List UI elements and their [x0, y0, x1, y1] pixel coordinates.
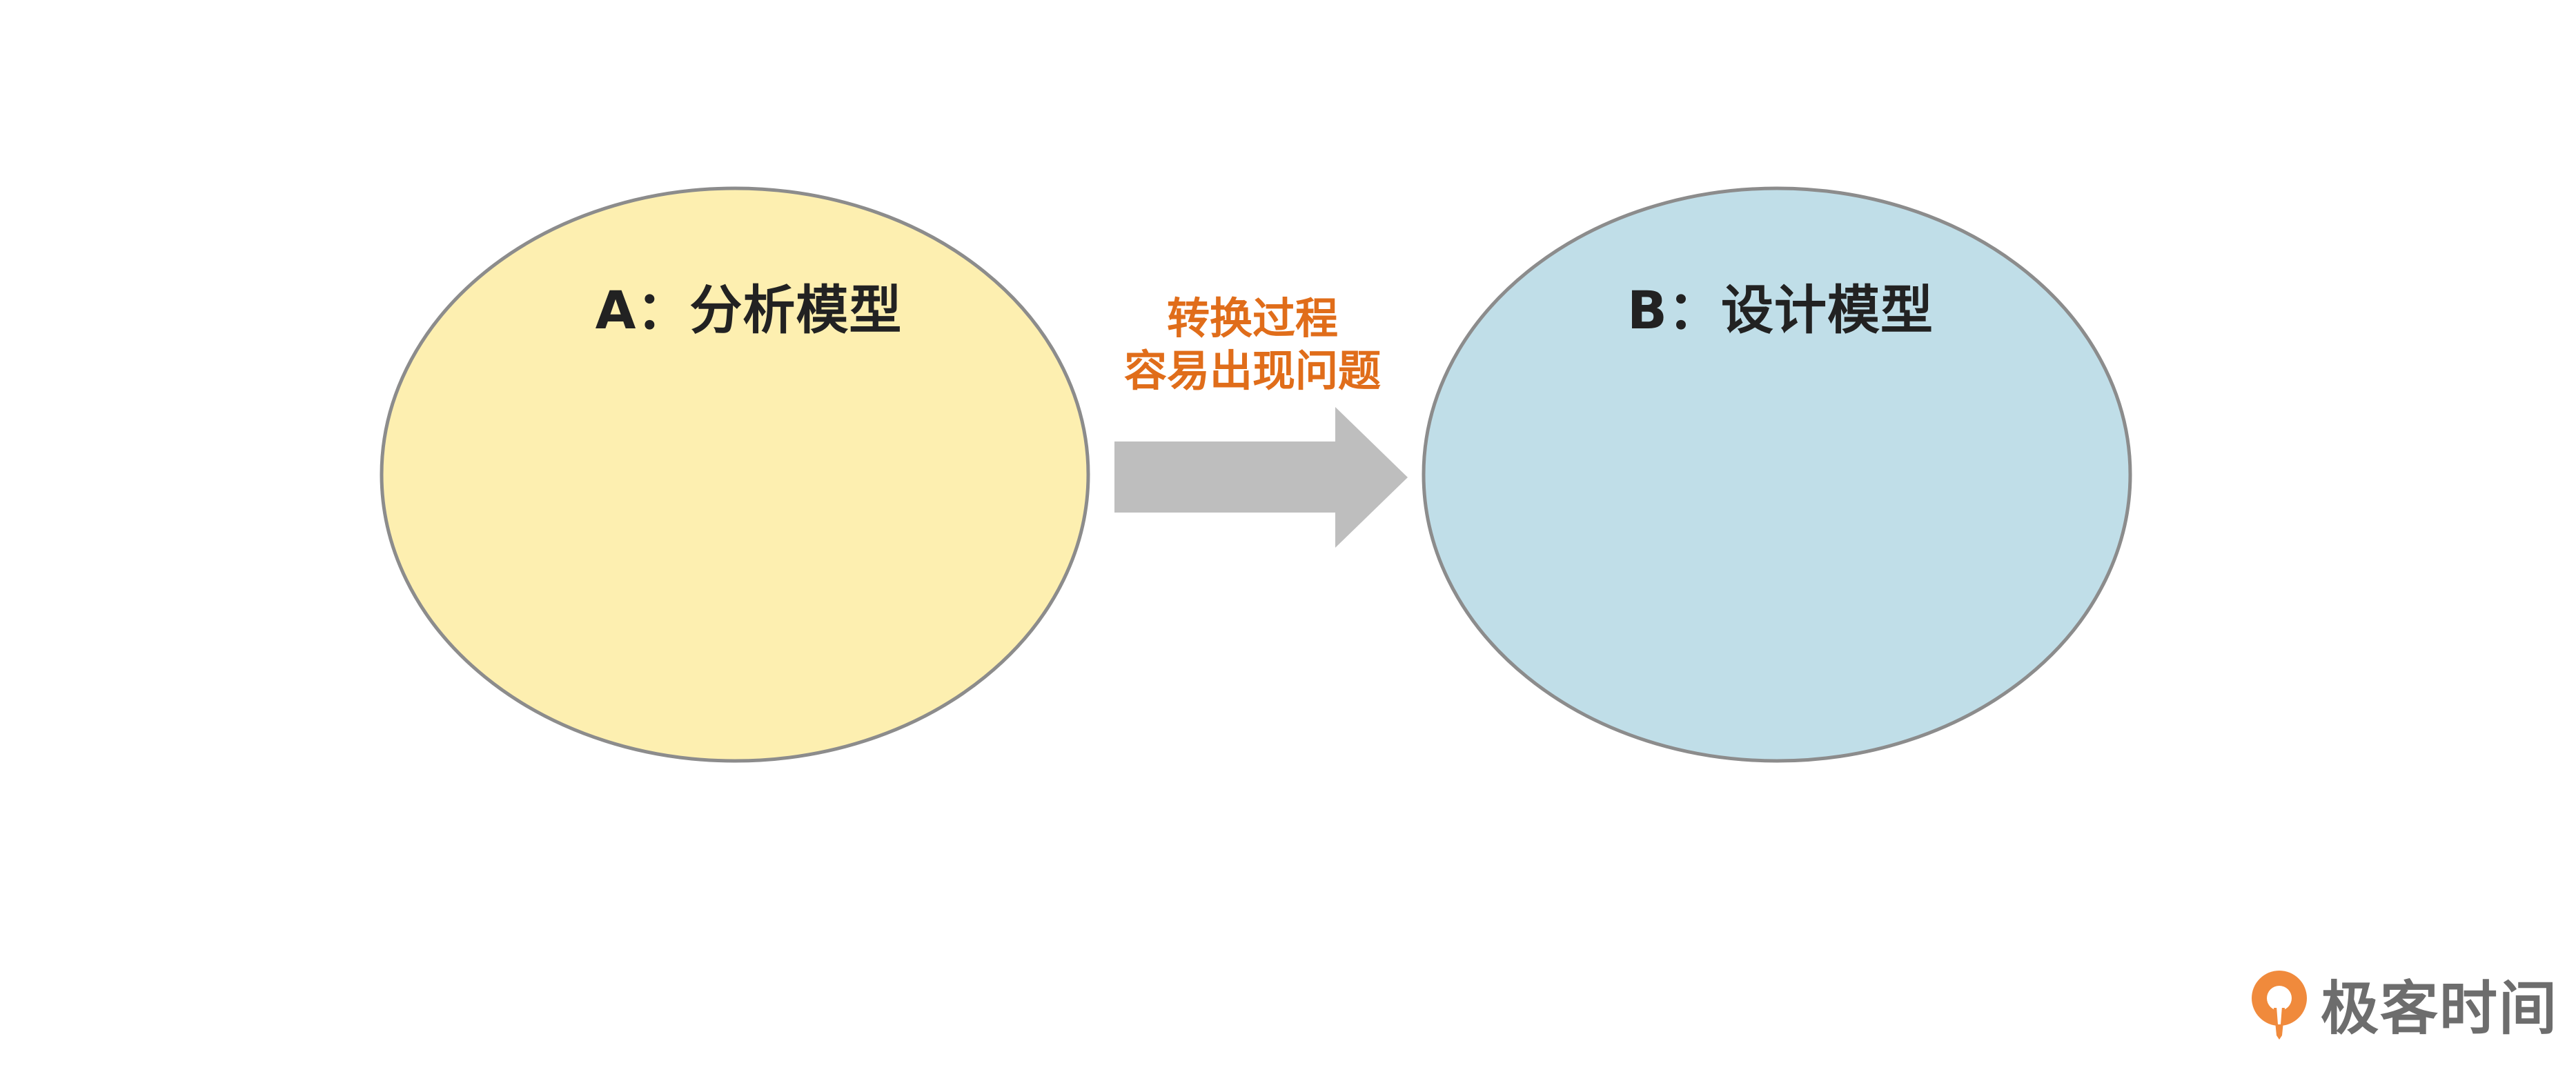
transform-arrow — [1114, 407, 1408, 548]
analysis-model-label: A：分析模型 — [595, 279, 903, 341]
arrow-caption: 转换过程 容易出现问题 — [1124, 292, 1381, 397]
design-model-label: B：设计模型 — [1627, 279, 1934, 341]
design-model-ellipse — [1422, 186, 2132, 763]
geektime-logo-icon — [2252, 970, 2307, 1040]
analysis-model-ellipse — [380, 186, 1090, 763]
brand-name: 极客时间 — [2321, 975, 2559, 1042]
brand-watermark: 极客时间 — [2246, 962, 2558, 1046]
arrow-caption-line-1: 转换过程 — [1166, 293, 1339, 344]
arrow-caption-line-2: 容易出现问题 — [1123, 346, 1382, 396]
